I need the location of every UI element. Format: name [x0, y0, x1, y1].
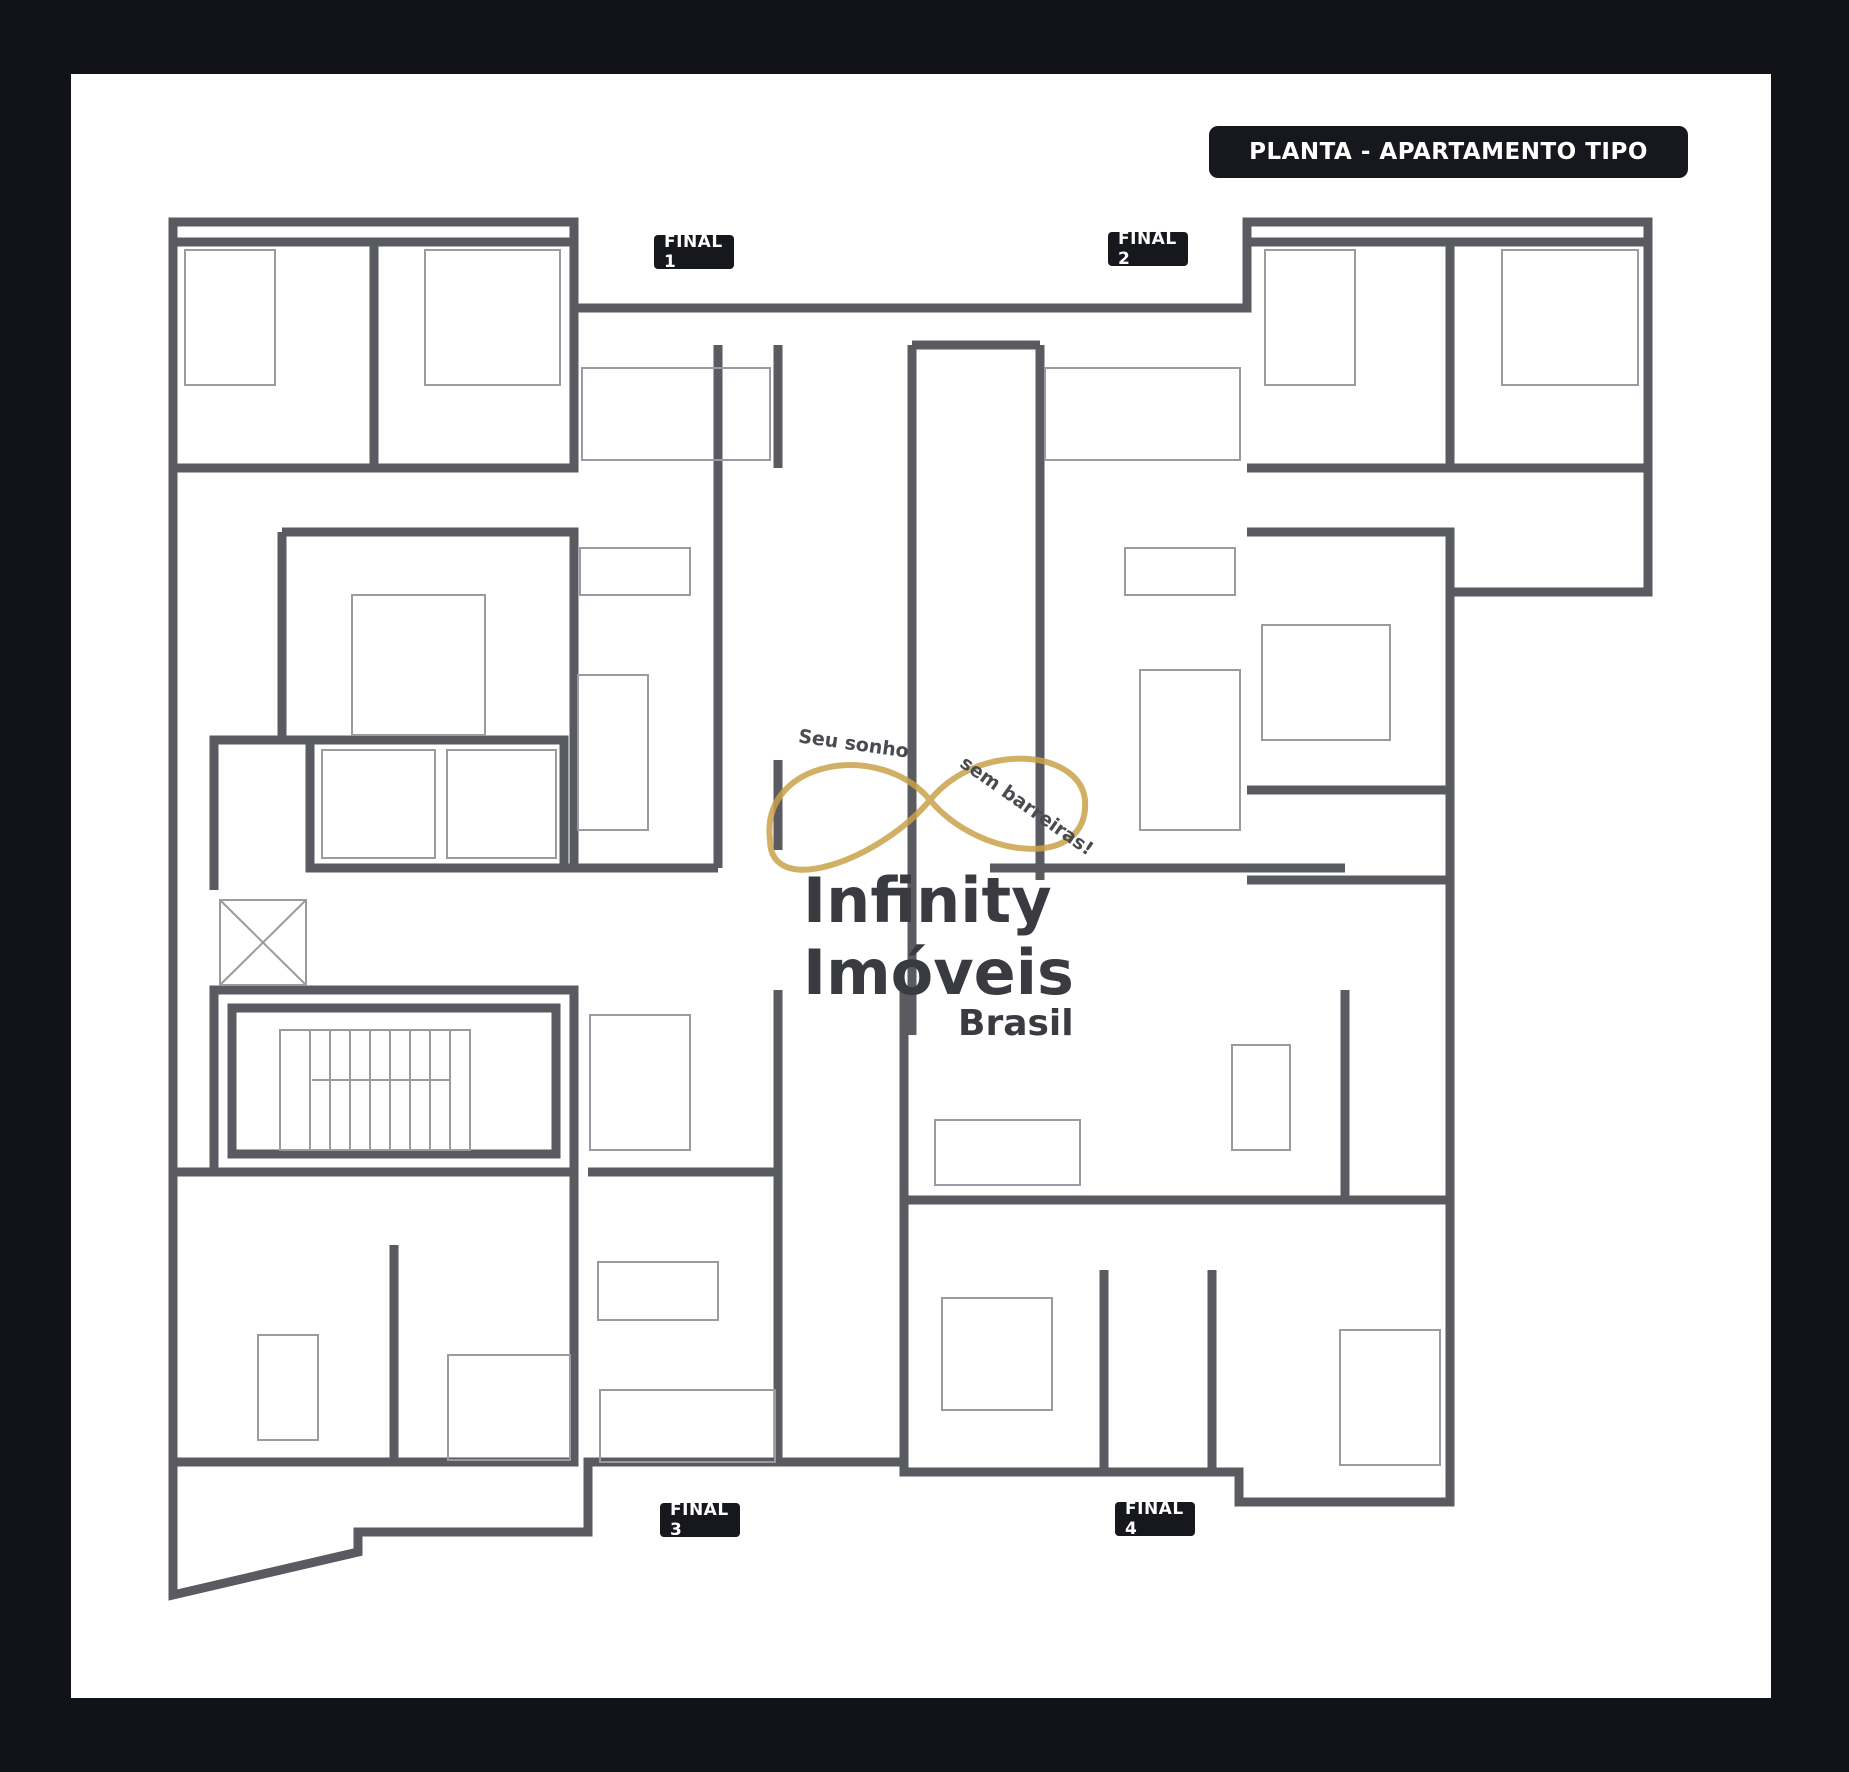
logo-swoosh [766, 755, 1089, 873]
plan-title: PLANTA - APARTAMENTO TIPO [1209, 126, 1688, 178]
elevator-2 [446, 749, 557, 859]
unit-label-final-2: FINAL 2 [1108, 229, 1188, 269]
balcony-hatch [581, 367, 1241, 1463]
shaft-cross [219, 899, 307, 986]
furniture-beds [184, 249, 1639, 1466]
stair-treads [279, 1029, 471, 1151]
furniture-tables [579, 547, 1291, 1321]
wall-final-2 [912, 237, 1653, 885]
unit-label-final-3: FINAL 3 [660, 1500, 740, 1540]
watermark-line-3: Brasil [958, 1003, 1074, 1044]
unit-label-final-1: FINAL 1 [654, 232, 734, 272]
watermark-line-1: Infinity [803, 864, 1052, 937]
furniture-sofas [577, 669, 1241, 1186]
watermark-line-2: Imóveis [803, 936, 1074, 1009]
outer-wall [168, 217, 1653, 1601]
elevator-1 [321, 749, 436, 859]
wall-final-1 [173, 237, 723, 890]
wall-final-3 [173, 990, 783, 1467]
wall-final-4 [899, 863, 1450, 1472]
unit-label-final-4: FINAL 4 [1115, 1499, 1195, 1539]
